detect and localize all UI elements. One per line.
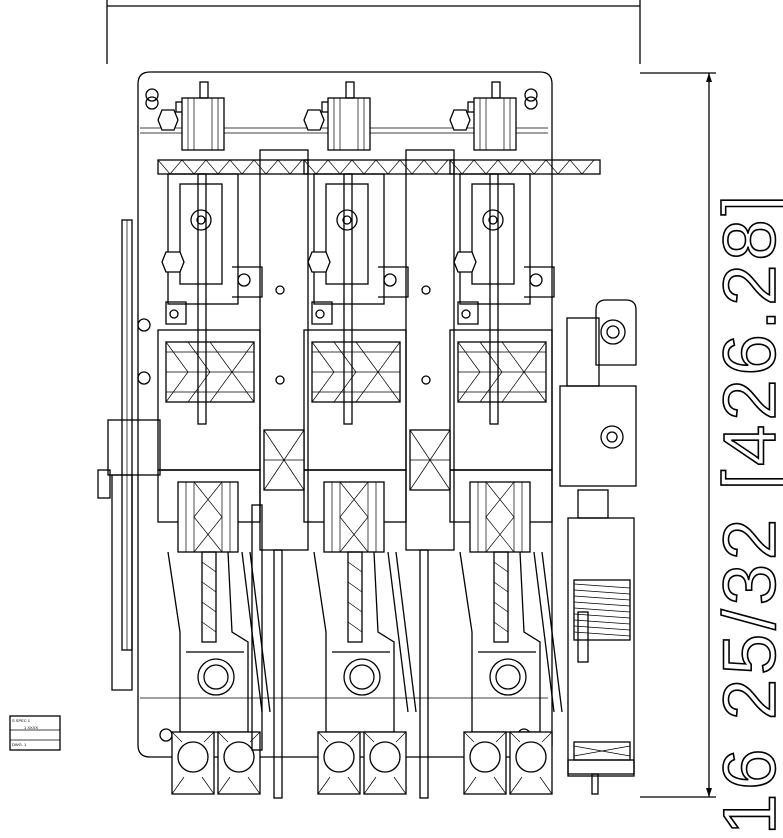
top-dimension bbox=[106, 0, 641, 64]
coil-assembly bbox=[559, 299, 637, 795]
left-side-frame bbox=[97, 219, 161, 691]
coil-winding bbox=[573, 583, 631, 637]
phase-barrier-1 bbox=[259, 149, 309, 799]
right-dimension: 16 25/32 [426.28] bbox=[640, 72, 783, 836]
title-block-line2: 1 XXXX bbox=[24, 725, 38, 730]
divider-left bbox=[251, 504, 263, 751]
title-block: S SPEC 1 1 XXXX DWG. 1 bbox=[9, 715, 61, 751]
pole-3 bbox=[449, 81, 601, 795]
title-block-line1: S SPEC 1 bbox=[12, 718, 31, 723]
dimension-label: 16 25/32 [426.28] bbox=[708, 191, 783, 835]
mounting-hole-tr bbox=[524, 88, 538, 110]
phase-barrier-2 bbox=[405, 149, 455, 799]
mounting-hole-bl bbox=[159, 728, 173, 742]
title-block-line3: DWG. 1 bbox=[12, 742, 27, 747]
mounting-hole-tl bbox=[145, 88, 159, 110]
